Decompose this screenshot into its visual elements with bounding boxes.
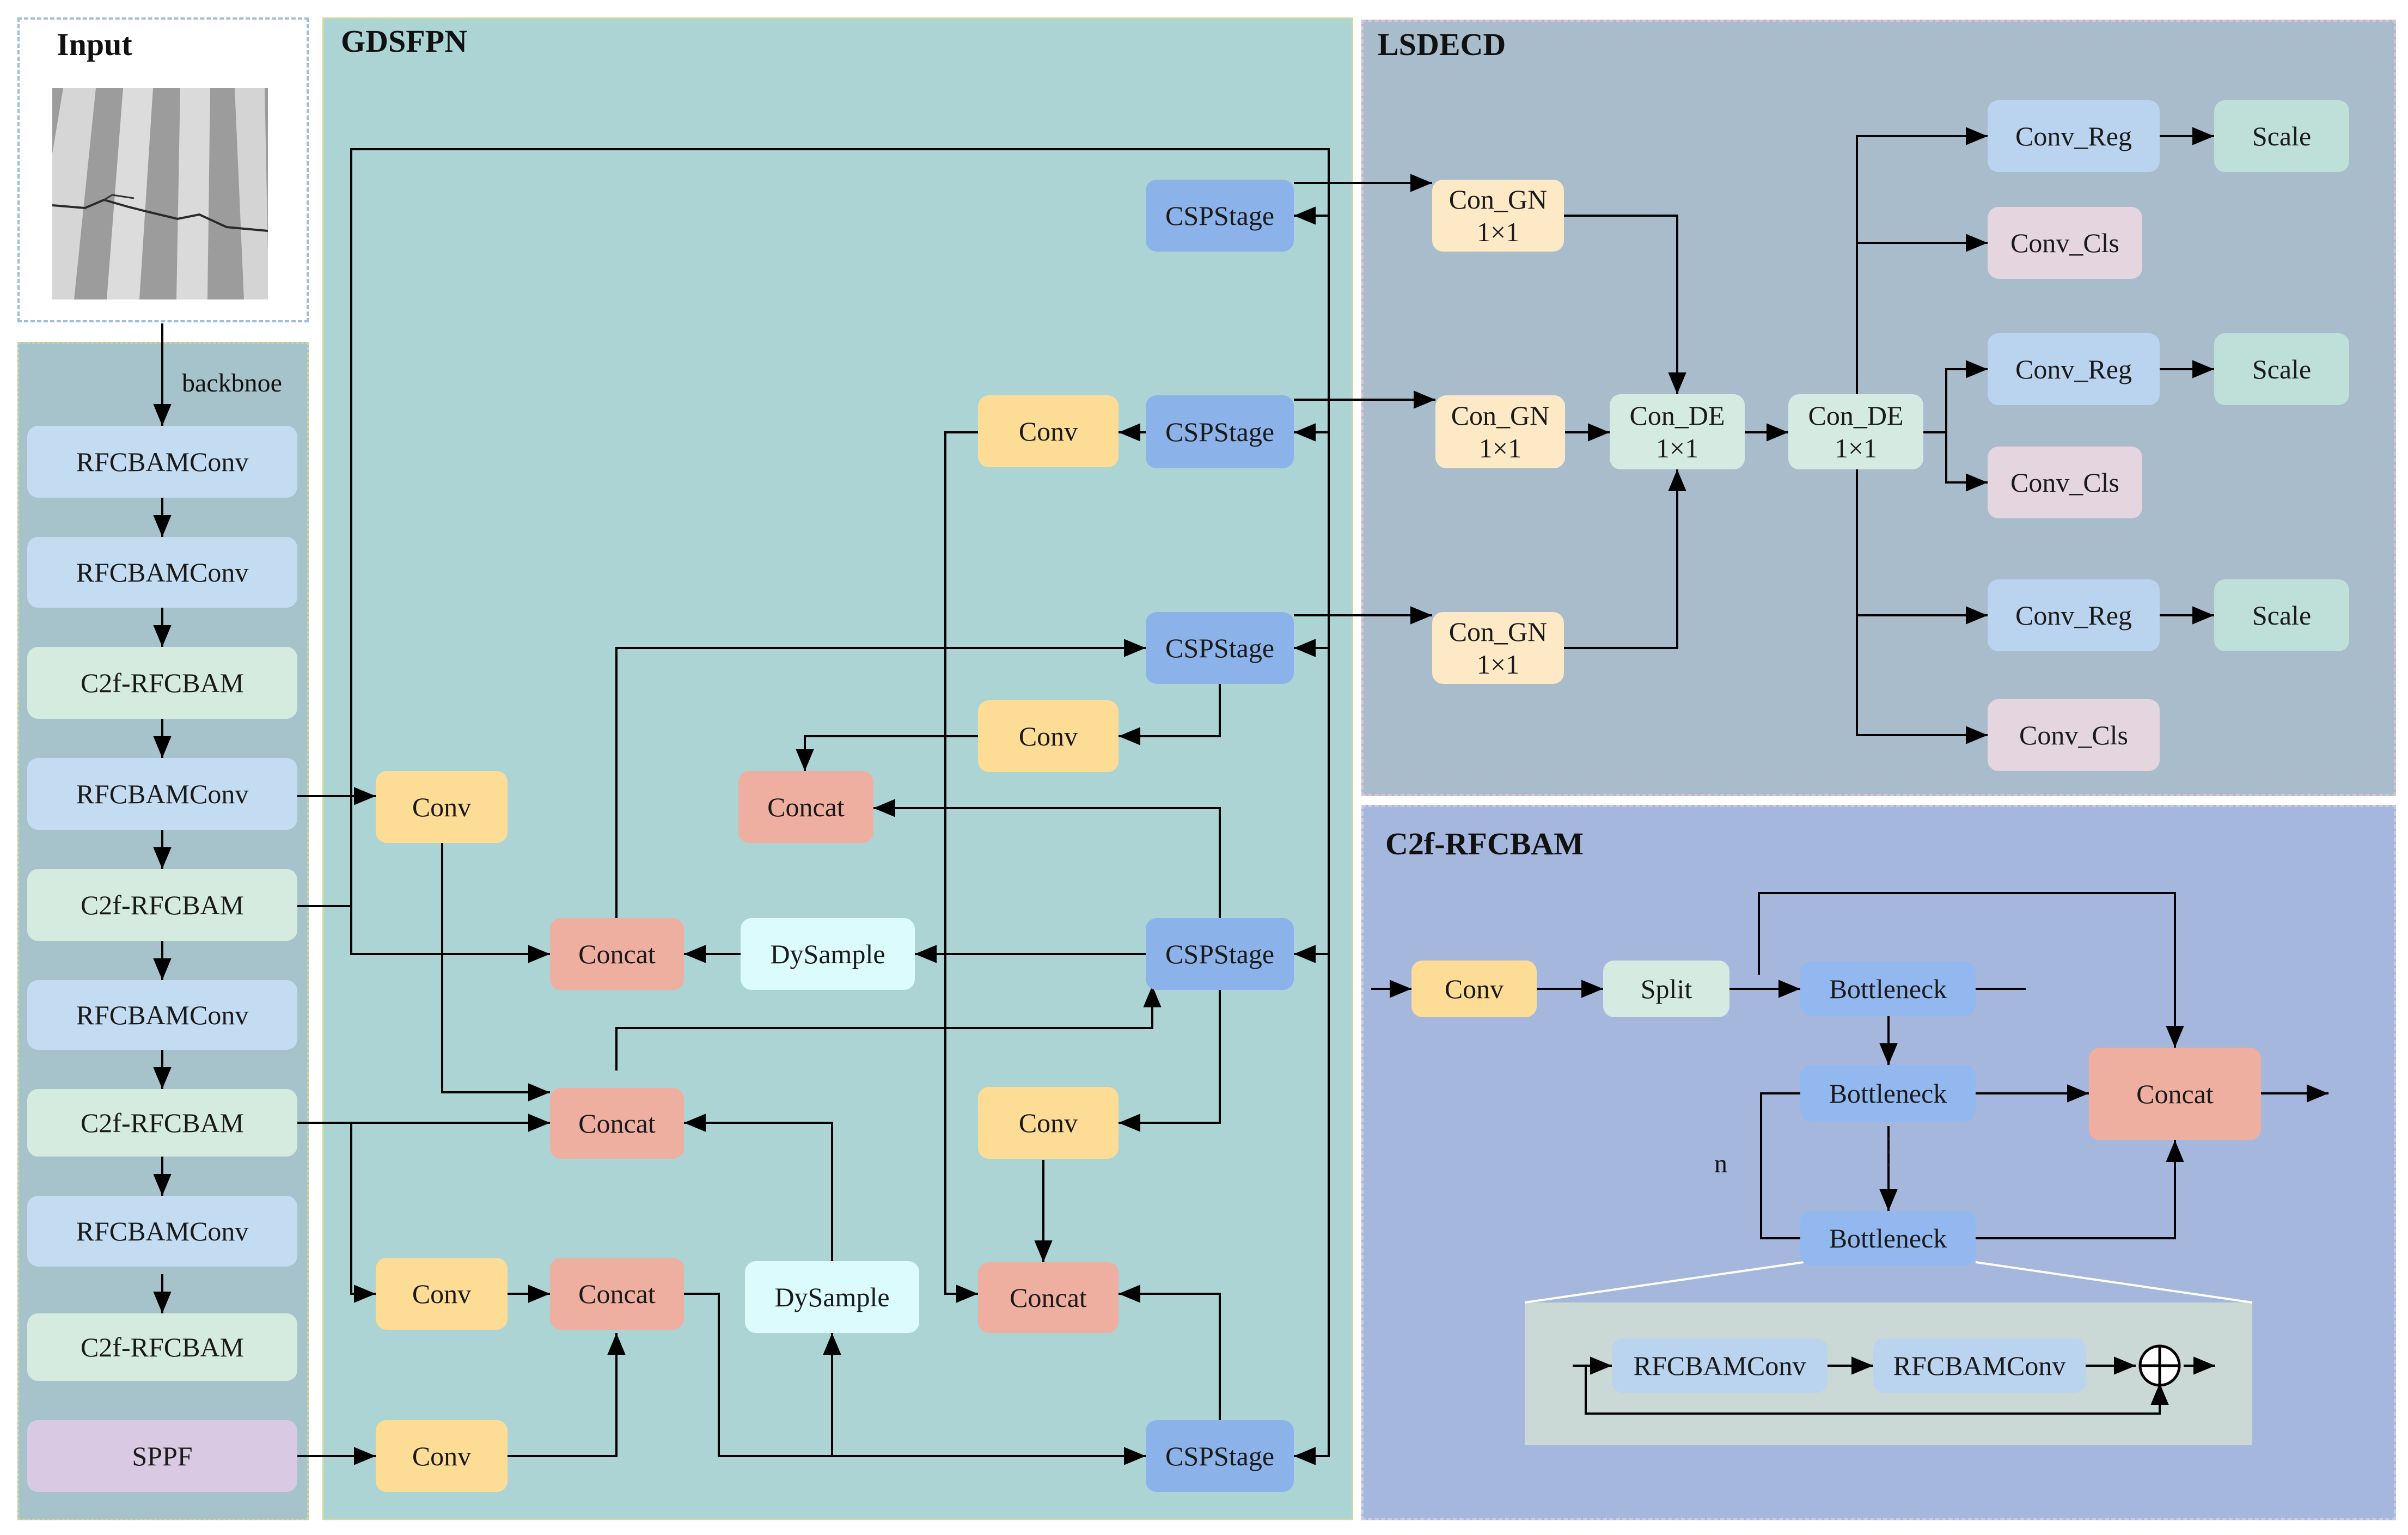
- neck-concat-4: Concat: [738, 771, 873, 843]
- gdsfpn-panel-title: GDSFPN: [341, 23, 467, 59]
- head-con-gn-3-kernel: 1×1: [1476, 649, 1520, 680]
- lsdecd-panel-title: LSDECD: [1378, 27, 1506, 62]
- head-conv-cls-1: Conv_Cls: [1988, 207, 2142, 279]
- c2f-bottleneck-3: Bottleneck: [1800, 1211, 1976, 1265]
- backbone-c2f-rfcbam-1: C2f-RFCBAM: [27, 647, 297, 719]
- backbone-rfcbamconv-1: RFCBAMConv: [27, 426, 297, 498]
- c2f-ellipsis: . . .: [1883, 1136, 1907, 1169]
- head-con-gn-1-label: Con_GN: [1449, 184, 1548, 215]
- neck-concat-5: Concat: [978, 1262, 1119, 1333]
- head-conv-reg-3: Conv_Reg: [1988, 579, 2160, 651]
- c2f-split: Split: [1603, 961, 1729, 1017]
- head-conv-cls-2: Conv_Cls: [1988, 447, 2142, 518]
- backbone-rfcbamconv-2: RFCBAMConv: [27, 537, 297, 608]
- head-conv-cls-3: Conv_Cls: [1988, 699, 2160, 771]
- neck-conv-4: Conv: [978, 395, 1119, 467]
- c2f-repeat-n: n: [1714, 1149, 1727, 1178]
- neck-conv-2: Conv: [376, 1258, 508, 1330]
- neck-concat-3: Concat: [550, 1258, 684, 1330]
- head-con-gn-2-label: Con_GN: [1451, 400, 1550, 431]
- neck-cspstage-3: CSPStage: [1146, 612, 1294, 684]
- backbone-c2f-rfcbam-2: C2f-RFCBAM: [27, 869, 297, 941]
- head-con-gn-1-kernel: 1×1: [1476, 217, 1520, 247]
- backbone-rfcbamconv-5: RFCBAMConv: [27, 1196, 297, 1267]
- head-scale-2: Scale: [2214, 333, 2349, 405]
- backbone-c2f-rfcbam-4: C2f-RFCBAM: [27, 1313, 297, 1381]
- head-con-de-2-kernel: 1×1: [1834, 433, 1878, 463]
- neck-cspstage-1: CSPStage: [1146, 180, 1294, 252]
- sum-icon: [2138, 1344, 2181, 1387]
- c2f-conv: Conv: [1411, 961, 1537, 1017]
- head-scale-1: Scale: [2214, 100, 2349, 172]
- head-con-gn-3: Con_GN 1×1: [1432, 612, 1564, 684]
- neck-conv-5: Conv: [978, 700, 1119, 772]
- c2f-concat: Concat: [2089, 1048, 2261, 1140]
- road-crack-photo: [52, 88, 268, 299]
- neck-dysample-2: DySample: [745, 1261, 919, 1333]
- head-con-gn-2: Con_GN 1×1: [1435, 395, 1565, 468]
- backbone-label: backbnoe: [182, 369, 282, 397]
- head-scale-3: Scale: [2214, 579, 2349, 651]
- head-con-de-1-label: Con_DE: [1629, 400, 1725, 431]
- neck-conv-1: Conv: [376, 771, 508, 843]
- backbone-rfcbamconv-3: RFCBAMConv: [27, 758, 297, 830]
- backbone-sppf: SPPF: [27, 1420, 297, 1492]
- head-conv-reg-1: Conv_Reg: [1988, 100, 2160, 172]
- head-con-gn-2-kernel: 1×1: [1478, 433, 1522, 463]
- detail-rfcbamconv-2: RFCBAMConv: [1873, 1338, 2086, 1393]
- input-panel-title: Input: [57, 27, 132, 62]
- head-con-gn-1: Con_GN 1×1: [1432, 180, 1564, 252]
- c2f-bottleneck-2: Bottleneck: [1800, 1065, 1976, 1122]
- head-con-de-1: Con_DE 1×1: [1610, 394, 1745, 469]
- head-con-de-2-label: Con_DE: [1808, 400, 1904, 431]
- neck-concat-1: Concat: [550, 918, 684, 990]
- backbone-rfcbamconv-4: RFCBAMConv: [27, 980, 297, 1050]
- c2f-rfcbam-panel-title: C2f-RFCBAM: [1385, 826, 1584, 861]
- neck-concat-2: Concat: [550, 1088, 684, 1159]
- detail-rfcbamconv-1: RFCBAMConv: [1612, 1338, 1828, 1393]
- neck-dysample-1: DySample: [741, 918, 915, 990]
- neck-conv-3: Conv: [376, 1420, 508, 1492]
- neck-cspstage-2: CSPStage: [1146, 395, 1294, 468]
- neck-cspstage-4: CSPStage: [1146, 918, 1294, 990]
- head-con-de-1-kernel: 1×1: [1655, 433, 1699, 463]
- backbone-c2f-rfcbam-3: C2f-RFCBAM: [27, 1089, 297, 1157]
- neck-cspstage-5: CSPStage: [1146, 1420, 1294, 1492]
- head-con-de-2: Con_DE 1×1: [1788, 394, 1923, 469]
- c2f-bottleneck-1: Bottleneck: [1800, 962, 1976, 1016]
- head-con-gn-3-label: Con_GN: [1449, 616, 1548, 647]
- head-conv-reg-2: Conv_Reg: [1988, 333, 2160, 405]
- neck-conv-6: Conv: [978, 1087, 1119, 1159]
